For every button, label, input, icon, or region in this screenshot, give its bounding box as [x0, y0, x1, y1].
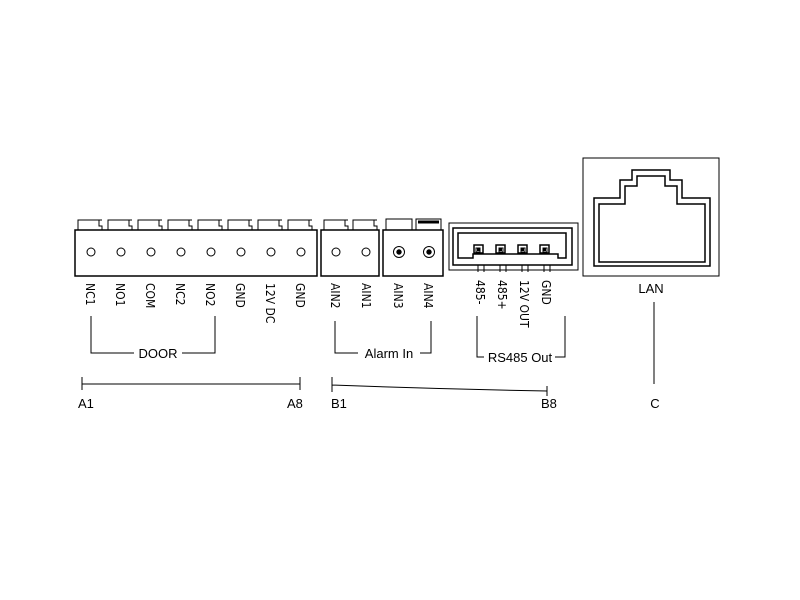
pin-label-ain2: AIN2: [328, 283, 342, 309]
pin-label-ain4: AIN4: [421, 283, 435, 309]
pin-label-gnd-1: GND: [233, 283, 247, 308]
pin-hole-a4: [176, 247, 186, 257]
rs485-pin-3: [517, 244, 528, 254]
pin-hole-b1: [331, 247, 341, 257]
pin-hole-b2: [361, 247, 371, 257]
pin-hole-a6: [236, 247, 246, 257]
pin-label-ain1: AIN1: [359, 283, 373, 309]
pin-labels-b: AIN2 AIN1 AIN3 AIN4: [328, 283, 435, 309]
range-a-end: A8: [287, 396, 303, 411]
pin-hole-a7: [266, 247, 276, 257]
alarm-in-bracket: Alarm In: [334, 321, 432, 361]
door-bracket: DOOR: [90, 316, 216, 361]
door-label: DOOR: [139, 346, 178, 361]
pin-label-12v-out: 12V OUT: [517, 280, 531, 328]
pin-hole-a8: [296, 247, 306, 257]
pin-labels-rs485: 485- 485+ 12V OUT GND: [473, 280, 553, 328]
pin-hole-a3: [146, 247, 156, 257]
pin-labels-a: NC1 NO1 COM NC2 NO2 GND 12V DC GND: [83, 283, 307, 323]
range-a-start: A1: [78, 396, 94, 411]
pin-label-no1: NO1: [113, 283, 127, 306]
rs485-pin-4: [539, 244, 550, 254]
alarm-in-label: Alarm In: [365, 346, 413, 361]
pin-hole-b4: [423, 246, 435, 258]
rs485-pin-1: [473, 244, 484, 254]
pin-label-nc2: NC2: [173, 283, 187, 305]
pin-hole-b3: [393, 246, 405, 258]
pin-label-485-minus: 485-: [473, 280, 487, 305]
pin-label-ain3: AIN3: [391, 283, 405, 309]
lan-label: LAN: [638, 281, 663, 296]
terminal-block-b2: [382, 218, 444, 277]
pin-label-485-plus: 485+: [495, 280, 509, 310]
range-b: B1 B8: [331, 377, 557, 411]
pin-label-no2: NO2: [203, 283, 217, 306]
terminal-block-a: [74, 219, 318, 277]
pin-label-rs485-gnd: GND: [539, 280, 553, 305]
pin-hole-a2: [116, 247, 126, 257]
lan-labels: LAN C: [638, 281, 663, 411]
pin-hole-a1: [86, 247, 96, 257]
rs485-connector: [448, 222, 579, 272]
range-c-label: C: [650, 396, 659, 411]
pin-label-gnd-2: GND: [293, 283, 307, 308]
rs485-out-label: RS485 Out: [488, 350, 553, 365]
terminal-block-b1: [320, 219, 380, 277]
pin-label-com: COM: [143, 283, 157, 308]
pin-hole-a5: [206, 247, 216, 257]
pin-label-12v-dc: 12V DC: [263, 283, 277, 323]
lan-port: [582, 157, 720, 277]
rs485-out-bracket: RS485 Out: [476, 316, 566, 365]
range-a: A1 A8: [78, 377, 303, 411]
rs485-pin-2: [495, 244, 506, 254]
range-b-end: B8: [541, 396, 557, 411]
range-b-start: B1: [331, 396, 347, 411]
pin-label-nc1: NC1: [83, 283, 97, 305]
